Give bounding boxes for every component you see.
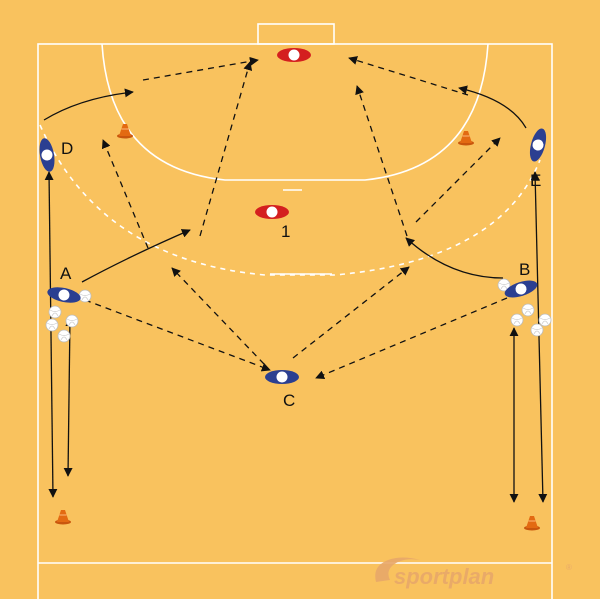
- player-b: [504, 280, 538, 298]
- player-a: [47, 287, 81, 303]
- run-right-diagonal: [415, 137, 501, 223]
- swoosh-icon: [375, 557, 420, 582]
- ball-icon: [510, 313, 524, 327]
- player-goalkeeper: [277, 48, 311, 62]
- ball-icon: [65, 314, 79, 328]
- run-right-to-goal: [355, 85, 408, 237]
- brand-registered-mark: ®: [566, 563, 572, 572]
- ball-icon: [57, 329, 71, 343]
- logo-ball-icon: [377, 568, 385, 576]
- ball-icon: [530, 323, 544, 337]
- six-metre-line: [101, 43, 489, 181]
- ball-icon: [48, 305, 62, 319]
- label-defender-1: 1: [281, 222, 290, 241]
- label-player-b: B: [519, 260, 530, 279]
- sportplan-logo: sportplan ®: [375, 557, 572, 589]
- label-player-e: E: [530, 171, 541, 190]
- player-c: [265, 370, 299, 384]
- label-player-c: C: [283, 391, 295, 410]
- curve-b-to-right: [405, 237, 504, 279]
- curve-d-run: [43, 88, 134, 121]
- goal-box: [257, 23, 335, 45]
- run-c-left: [171, 267, 265, 365]
- label-player-d: D: [61, 139, 73, 158]
- curve-e-run: [458, 85, 527, 129]
- court-lines: [37, 23, 553, 599]
- label-player-a: A: [60, 264, 72, 283]
- ball-icon: [538, 313, 552, 327]
- pass-b-to-c: [315, 297, 508, 380]
- brand-name: sportplan: [394, 564, 494, 589]
- player-defender-1: [255, 205, 289, 219]
- nine-metre-line: [39, 124, 541, 276]
- movement-arrows: [43, 56, 548, 503]
- ball-icon: [78, 289, 92, 303]
- run-d-vertical: [44, 171, 58, 498]
- run-left-to-goal: [199, 61, 253, 237]
- run-e-vertical: [530, 171, 548, 503]
- ball-icon: [45, 318, 59, 332]
- player-d: [39, 138, 55, 172]
- run-c-right: [292, 266, 410, 359]
- pass-d-to-keeper: [142, 56, 259, 81]
- run-left-diagonal: [101, 139, 149, 249]
- run-a-vertical: [63, 317, 75, 477]
- curve-a-to-left: [81, 229, 191, 283]
- player-e: [529, 128, 547, 162]
- ball-icon: [521, 303, 535, 317]
- pass-e-to-keeper: [348, 56, 469, 96]
